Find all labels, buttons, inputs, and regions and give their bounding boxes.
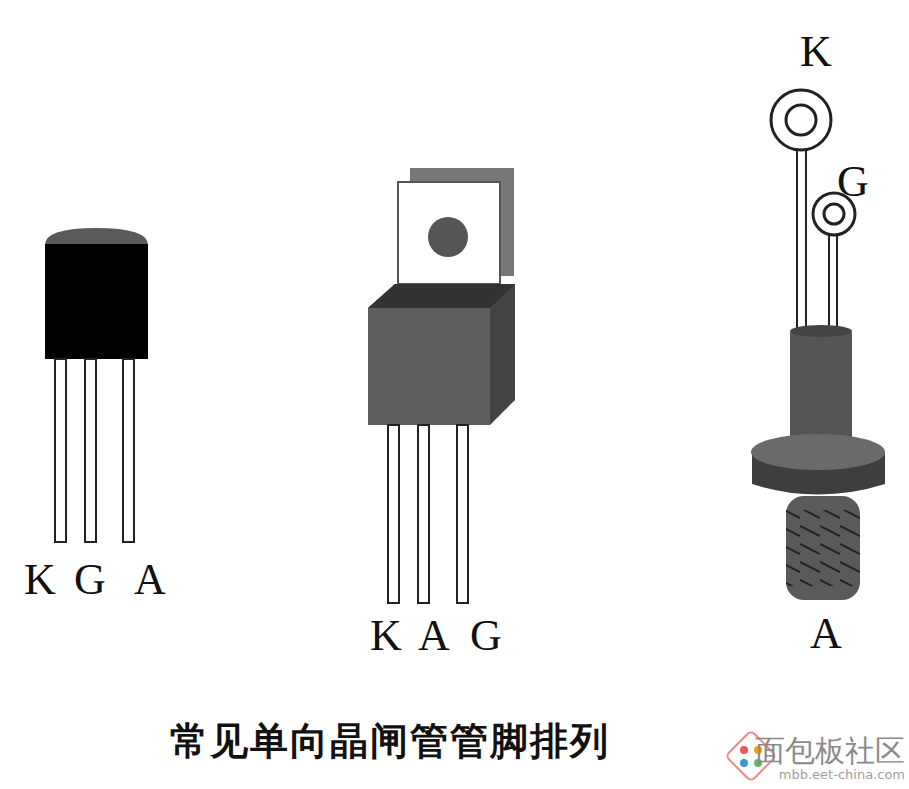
pin-label: A — [810, 612, 842, 656]
watermark-url: mbb.eet-china.com — [779, 768, 905, 781]
pin-label: K — [370, 614, 402, 658]
pin-label: G — [470, 614, 502, 658]
pin-label: G — [74, 558, 106, 602]
caption: 常见单向晶闸管管脚排列 — [170, 722, 610, 760]
pin-label: K — [24, 558, 56, 602]
stud-package — [751, 90, 885, 600]
to220-package — [368, 168, 515, 603]
watermark: 面包板社区 — [755, 736, 905, 766]
pin-label: G — [837, 160, 869, 204]
to92-package — [45, 228, 148, 542]
pin-label: A — [418, 614, 450, 658]
pin-label: A — [134, 558, 166, 602]
pin-label: K — [800, 30, 832, 74]
